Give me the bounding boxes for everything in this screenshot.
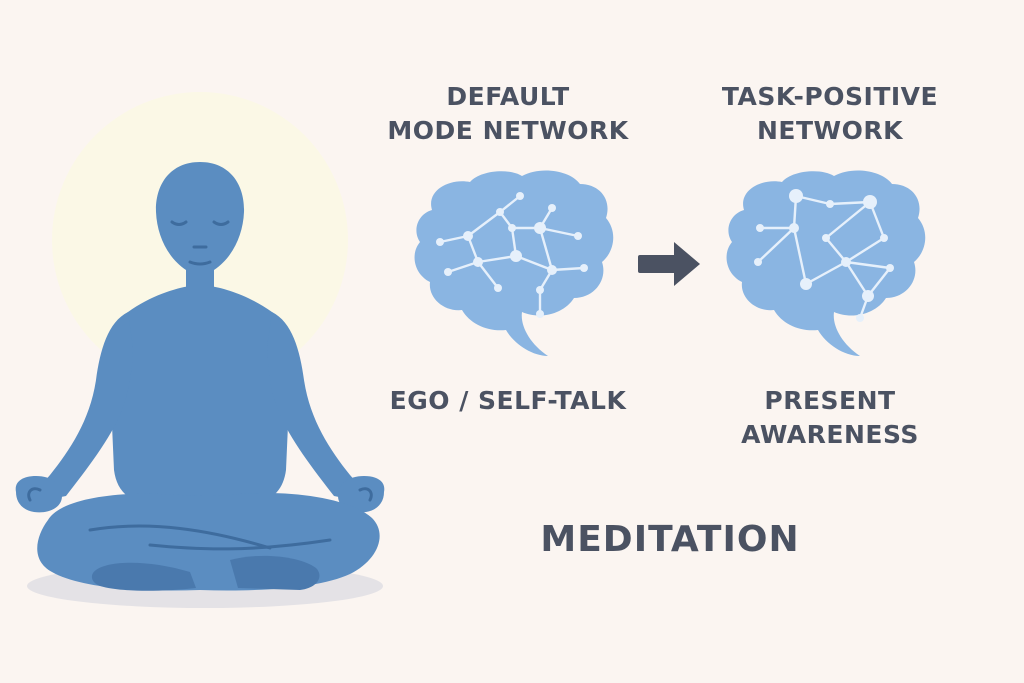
mouth bbox=[188, 260, 212, 266]
tpn-title-line-1: TASK-POSITIVE bbox=[721, 82, 939, 111]
arrow-right-icon bbox=[638, 242, 700, 286]
task-positive-network-title: TASK-POSITIVE NETWORK bbox=[705, 80, 955, 148]
brain-left-nodes bbox=[436, 192, 588, 318]
left-eye bbox=[170, 220, 188, 226]
meditation-heading: MEDITATION bbox=[540, 519, 800, 560]
brain-right-nodes bbox=[754, 189, 894, 322]
present-caption-line-1: PRESENT bbox=[764, 386, 896, 415]
figure-details bbox=[27, 220, 373, 551]
dmn-title-line-2: MODE NETWORK bbox=[387, 116, 629, 145]
brain-left-shape bbox=[414, 170, 614, 356]
right-eye bbox=[212, 220, 230, 226]
meditating-person-icon bbox=[15, 162, 385, 591]
brain-network-icon bbox=[726, 170, 926, 356]
ego-self-talk-caption: EGO / SELF-TALK bbox=[383, 384, 633, 418]
left-mudra bbox=[27, 487, 42, 502]
dmn-title-line-1: DEFAULT bbox=[446, 82, 570, 111]
brain-network-icon bbox=[414, 170, 614, 356]
leg-crease-2 bbox=[148, 538, 332, 551]
leg-crease-1 bbox=[88, 524, 272, 550]
ego-caption-text: EGO / SELF-TALK bbox=[389, 386, 627, 415]
present-caption-line-2: AWARENESS bbox=[741, 420, 919, 449]
right-mudra bbox=[358, 487, 373, 502]
default-mode-network-title: DEFAULT MODE NETWORK bbox=[383, 80, 633, 148]
present-awareness-caption: PRESENT AWARENESS bbox=[705, 384, 955, 452]
tpn-title-line-2: NETWORK bbox=[756, 116, 903, 145]
